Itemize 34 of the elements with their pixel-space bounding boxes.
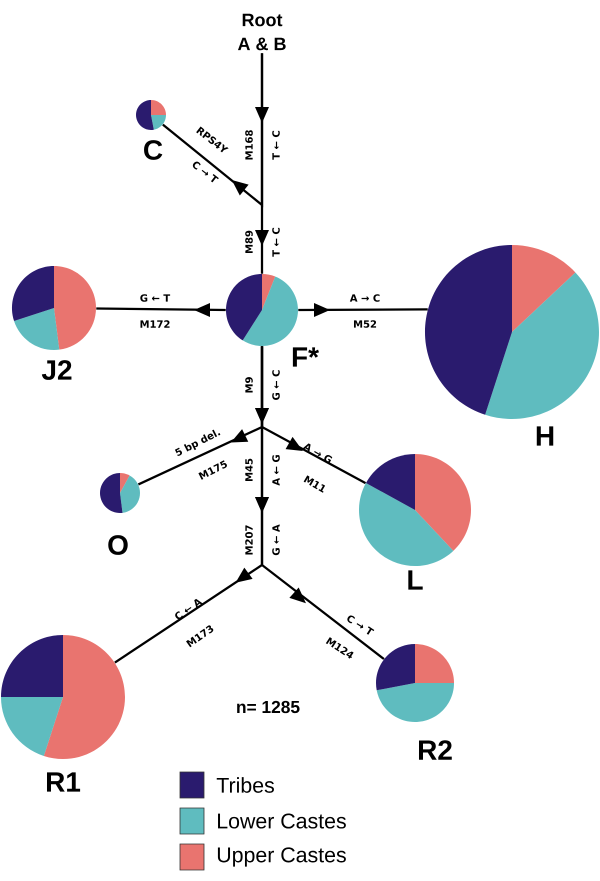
legend-label: Lower Castes bbox=[218, 813, 346, 829]
haplogroup-label: F* bbox=[292, 347, 319, 367]
haplogroup-label: H bbox=[536, 426, 554, 446]
mutation-label: M89 bbox=[245, 230, 253, 253]
haplogroup-label: O bbox=[108, 535, 128, 555]
mutation-label: A → C bbox=[350, 294, 380, 302]
haplogroup-label: C bbox=[144, 140, 162, 160]
mutation-label: M9 bbox=[245, 377, 253, 393]
legend-label: Tribes bbox=[216, 777, 274, 793]
legend-label: Upper Castes bbox=[218, 847, 346, 867]
sample-size-label: n= 1285 bbox=[237, 700, 300, 714]
mutation-label: T ← C bbox=[272, 228, 280, 257]
root-label: Root A & B bbox=[238, 14, 286, 50]
arrow bbox=[255, 346, 385, 660]
mutation-label: 5 bp del. bbox=[174, 430, 220, 456]
haplogroup-label: R1 bbox=[46, 772, 80, 792]
mutation-label: M168 bbox=[245, 130, 253, 160]
mutation-label: C → T bbox=[192, 162, 219, 182]
mutation-label: T ← C bbox=[272, 130, 280, 160]
mutation-label: G ← A bbox=[272, 524, 280, 556]
haplogroup-label: J2 bbox=[42, 360, 72, 380]
arrow bbox=[96, 303, 226, 317]
arrow bbox=[298, 303, 428, 317]
mutation-label: G ← C bbox=[272, 370, 280, 400]
mutation-label: A ← G bbox=[272, 455, 280, 486]
mutation-label: M52 bbox=[354, 320, 376, 328]
arrow bbox=[255, 53, 269, 274]
mutation-label: M45 bbox=[245, 458, 253, 481]
haplogroup-label: R2 bbox=[419, 740, 452, 760]
mutation-label: C → T bbox=[347, 615, 374, 635]
haplogroup-label: L bbox=[408, 570, 423, 590]
mutation-label: M172 bbox=[140, 320, 170, 328]
mutation-label: M207 bbox=[245, 525, 253, 554]
mutation-label: G ← T bbox=[140, 294, 170, 302]
